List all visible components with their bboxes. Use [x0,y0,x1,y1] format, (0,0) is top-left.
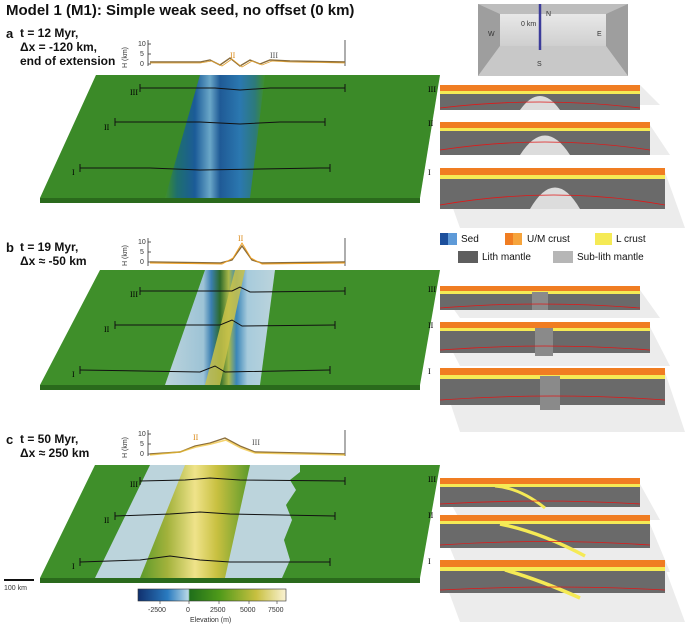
section-c-I-label: I [428,557,431,566]
materials-legend [440,233,612,263]
legend-swatch-sed-light [448,233,457,245]
panel-a-tick-5: 5 [140,51,144,58]
section-c-II-label: II [428,511,434,520]
legend-swatch-sublith-mantle [553,251,573,263]
panel-b-profile-marker-II: II [238,234,244,243]
panel-b-trace-I [79,365,331,373]
figure-title: Model 1 (M1): Simple weak seed, no offse… [6,2,355,19]
panel-c-axis-label: H (km) [122,437,129,458]
panel-b-label-III: III [130,290,138,299]
panel-c-profile-marker-III: III [252,438,260,447]
panel-a-label-III: III [130,88,138,97]
panel-b-ridge [205,270,245,385]
section-b-II-label: II [428,321,434,330]
section-a-III-label: III [428,85,436,94]
panel-a-cross-sections: III II I [428,85,685,228]
panel-b-tick-5: 5 [140,249,144,256]
panel-b-time: t = 19 Myr, [20,240,79,254]
colorbar-tick-1: 0 [186,607,190,614]
panel-b-trace-II [115,319,336,327]
panel-b-offset: Δx ≈ -50 km [20,254,87,268]
panel-b-trace-III [140,286,346,293]
legend-label-sublith-mantle: Sub-lith mantle [577,252,644,263]
panel-b-profile: 10 5 0 H (km) II [122,234,346,266]
panel-a-trace-III [140,87,345,91]
colorbar-tick-2: 2500 [210,607,226,614]
scale-bar-label: 100 km [4,585,27,592]
scale-bar: 100 km [4,579,34,592]
panel-c-time: t = 50 Myr, [20,432,79,446]
section-b-I-label: I [428,367,431,376]
legend-swatch-sed-dark [440,233,448,245]
panel-b-tick-0: 0 [140,259,144,266]
panel-c-label-III: III [130,480,138,489]
panel-c-map: I II III [40,465,440,583]
panel-c-offset: Δx ≈ 250 km [20,446,90,460]
panel-c-trace-II [114,511,336,517]
panel-a-map: I II III [40,75,440,203]
compass-west: W [488,31,495,38]
panel-a-label-I: I [72,168,75,177]
legend-label-sed: Sed [461,234,479,245]
panel-a-profile-marker-III: III [270,51,278,60]
legend-swatch-lith-mantle [458,251,478,263]
panel-b-label-I: I [72,370,75,379]
panel-b-axis-label: H (km) [122,245,129,266]
panel-c-tick-5: 5 [140,441,144,448]
panel-c-cross-sections: III II I [428,475,685,622]
panel-c-label-II: II [104,516,110,525]
compass-south: S [537,61,542,68]
elevation-colorbar: -2500 0 2500 5000 7500 Elevation (m) [137,588,287,624]
panel-a-stage: end of extension [20,54,116,68]
legend-swatch-l-crust [595,233,612,245]
panel-a-profile-marker-II: II [230,51,236,60]
panel-b-letter: b [6,240,14,255]
panel-a-trace-I [80,167,330,171]
orientation-box: N S W E 0 km [478,4,628,76]
panel-a-profile: 10 5 0 H (km) II III [122,40,346,68]
panel-b-caption: t = 19 Myr, Δx ≈ -50 km [20,240,87,268]
panel-b-label-II: II [104,325,110,334]
legend-label-um-crust: U/M crust [527,234,570,245]
panel-a-trace-II [115,121,325,125]
panel-a-time: t = 12 Myr, [20,26,79,40]
legend-label-l-crust: L crust [616,234,646,245]
panel-c-tick-0: 0 [140,451,144,458]
panel-b-map: I II III [40,270,440,390]
panel-a-tick-0: 0 [140,61,144,68]
panel-c-trace-III [139,477,346,482]
compass-north: N [546,11,551,18]
seed-offset-label: 0 km [521,21,536,28]
panel-c-caption: t = 50 Myr, Δx ≈ 250 km [20,432,89,460]
section-a-I-label: I [428,168,431,177]
panel-a-letter: a [6,26,14,41]
panel-c-letter: c [6,432,14,447]
panel-a-axis-label: H (km) [122,47,129,68]
panel-b-cross-sections: III II I [428,285,685,432]
panel-c-trace-I [79,555,330,563]
panel-c-label-I: I [72,562,75,571]
panel-a-label-II: II [104,123,110,132]
colorbar-tick-4: 7500 [268,607,284,614]
section-b-III-label: III [428,285,436,294]
colorbar-tick-3: 5000 [240,607,256,614]
panel-c-tick-10: 10 [138,431,146,438]
panel-a-ocean-basin [165,75,265,198]
section-c-III-label: III [428,475,436,484]
colorbar-tick-0: -2500 [148,607,166,614]
legend-swatch-um-crust [505,233,513,245]
section-a-II-label: II [428,119,434,128]
legend-label-lith-mantle: Lith mantle [482,252,531,263]
panel-a-tick-10: 10 [138,41,146,48]
panel-c-orogen [140,465,250,578]
compass-east: E [597,31,602,38]
panel-c-profile: 10 5 0 H (km) II III [122,430,346,458]
panel-b-tick-10: 10 [138,239,146,246]
panel-a-caption: t = 12 Myr, Δx = -120 km, end of extensi… [20,26,115,68]
panel-c-profile-marker-II: II [193,433,199,442]
panel-a-offset: Δx = -120 km, [20,40,98,54]
colorbar-title: Elevation (m) [190,617,231,624]
